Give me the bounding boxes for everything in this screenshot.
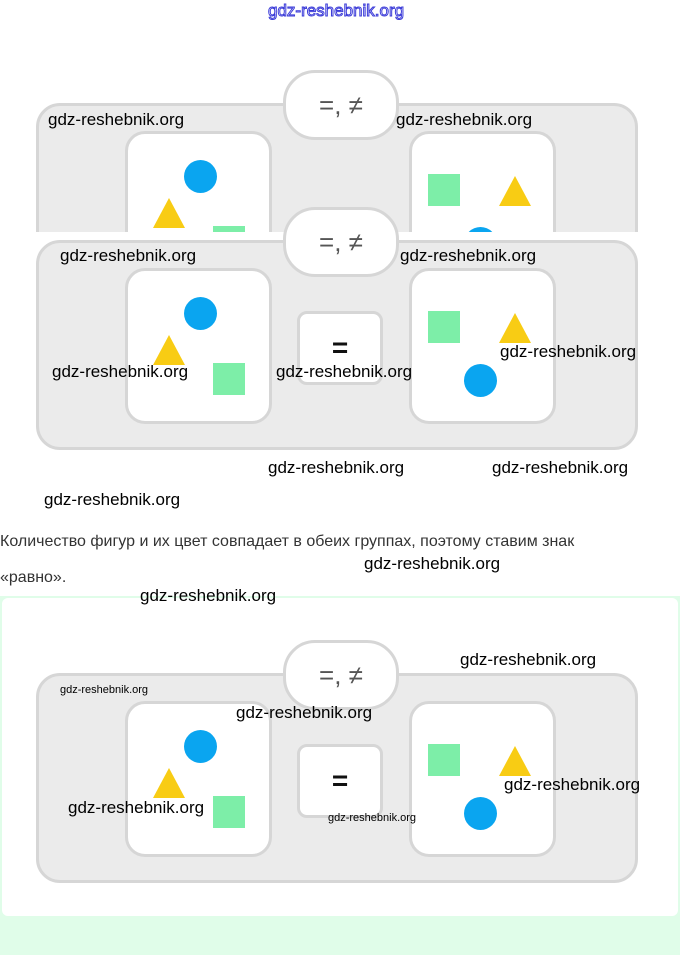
blue-circle-shape <box>464 227 497 232</box>
watermark: gdz-reshebnik.org <box>400 246 537 265</box>
compare-symbols: =, ≠ <box>319 659 363 690</box>
answer-sign-box: = <box>297 744 383 818</box>
watermark: gdz-reshebnik.org <box>460 650 597 669</box>
watermark: gdz-reshebnik.org <box>44 490 181 509</box>
compare-symbols: =, ≠ <box>319 89 363 120</box>
watermark: gdz-reshebnik.org <box>68 798 205 817</box>
answer-sign-box: = <box>297 311 383 385</box>
watermark: gdz-reshebnik.org <box>504 775 641 794</box>
yellow-triangle-shape <box>499 746 531 776</box>
watermark: gdz-reshebnik.org <box>500 342 637 361</box>
explanation-line-2: «равно». <box>0 569 67 586</box>
compare-symbols: =, ≠ <box>319 226 363 257</box>
watermark: gdz-reshebnik.org <box>48 110 185 129</box>
right-group <box>409 701 556 857</box>
right-group <box>409 131 556 232</box>
yellow-triangle-shape <box>153 768 185 798</box>
green-square-shape <box>213 796 245 828</box>
watermark: gdz-reshebnik.org <box>492 458 629 477</box>
answer-sign: = <box>331 332 349 363</box>
answer-sign: = <box>331 765 349 796</box>
compare-symbols-badge: =, ≠ <box>283 207 399 277</box>
blue-circle-shape <box>184 730 217 763</box>
watermark: gdz-reshebnik.org <box>268 458 405 477</box>
green-square-shape <box>428 311 460 343</box>
left-group <box>125 131 272 232</box>
watermark: gdz-reshebnik.org <box>267 1 405 21</box>
yellow-triangle-shape <box>499 176 531 206</box>
watermark: gdz-reshebnik.org <box>60 684 149 696</box>
yellow-triangle-shape <box>153 198 185 228</box>
watermark: gdz-reshebnik.org <box>276 362 413 381</box>
blue-circle-shape <box>184 160 217 193</box>
watermark: gdz-reshebnik.org <box>364 554 501 573</box>
watermark: gdz-reshebnik.org <box>236 703 373 722</box>
watermark: gdz-reshebnik.org <box>60 246 197 265</box>
green-square-shape <box>213 363 245 395</box>
left-group <box>125 701 272 857</box>
diagram-main: =, ≠ = <box>0 207 680 457</box>
left-group <box>125 268 272 424</box>
yellow-triangle-shape <box>153 335 185 365</box>
right-group <box>409 268 556 424</box>
diagram-answer: =, ≠ = <box>0 640 680 890</box>
watermark: gdz-reshebnik.org <box>396 110 533 129</box>
diagram-preview-cropped: =, ≠ <box>0 70 680 320</box>
blue-circle-shape <box>464 364 497 397</box>
yellow-triangle-shape <box>499 313 531 343</box>
watermark: gdz-reshebnik.org <box>52 362 189 381</box>
explanation-line-1: Количество фигур и их цвет совпадает в о… <box>0 533 575 550</box>
compare-symbols-badge: =, ≠ <box>283 70 399 140</box>
diagram-clip: =, ≠ <box>0 70 680 232</box>
green-square-shape <box>428 744 460 776</box>
blue-circle-shape <box>464 797 497 830</box>
watermark: gdz-reshebnik.org <box>140 586 277 605</box>
green-square-shape <box>213 226 245 232</box>
watermark: gdz-reshebnik.org <box>328 812 417 824</box>
compare-symbols-badge: =, ≠ <box>283 640 399 710</box>
green-square-shape <box>428 174 460 206</box>
blue-circle-shape <box>184 297 217 330</box>
